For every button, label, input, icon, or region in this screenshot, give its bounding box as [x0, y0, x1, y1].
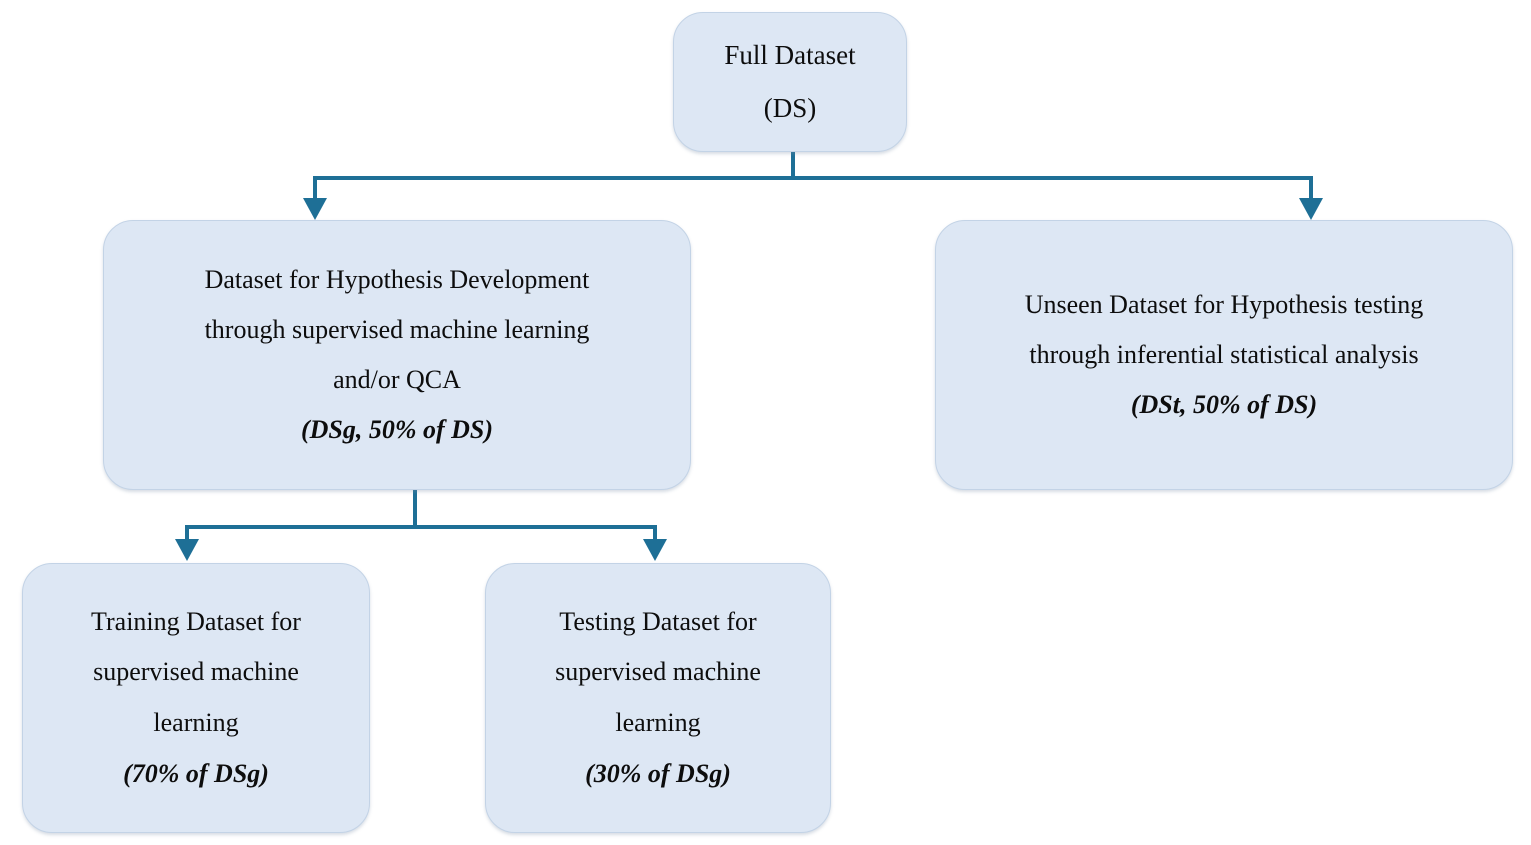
node-dsg-line-3: and/or QCA — [333, 365, 461, 394]
node-test-line-2: supervised machine — [555, 657, 761, 687]
node-dsg-line-4: (DSg, 50% of DS) — [300, 415, 494, 445]
arrowhead-down-icon-dsg — [303, 198, 327, 220]
node-full-dataset[interactable]: Full Dataset (DS) — [673, 12, 907, 152]
node-full-dataset-line-2: (DS) — [763, 93, 817, 123]
node-test-line-4: (30% of DSg) — [585, 758, 731, 788]
node-dsg-line-1: Dataset for Hypothesis Development — [204, 264, 590, 294]
node-training-dataset[interactable]: Training Dataset for supervised machine … — [22, 563, 370, 833]
node-train-line-1: Training Dataset for — [91, 606, 301, 636]
connector-to-training — [185, 525, 189, 551]
connector-dsg-stem — [413, 490, 417, 527]
node-dsg-line-2: through supervised machine learning — [204, 314, 590, 344]
connector-to-dsg — [313, 176, 317, 210]
node-testing-dataset[interactable]: Testing Dataset for supervised machine l… — [485, 563, 831, 833]
node-dst-line-2: through inferential statistical analysis — [1029, 339, 1419, 369]
node-unseen-hypothesis-testing-dataset[interactable]: Unseen Dataset for Hypothesis testing th… — [935, 220, 1513, 490]
node-train-line-3: learning — [153, 708, 239, 737]
node-hypothesis-development-dataset[interactable]: Dataset for Hypothesis Development throu… — [103, 220, 691, 490]
node-test-line-1: Testing Dataset for — [559, 606, 757, 636]
connector-level1-bus — [313, 176, 1313, 180]
node-dst-line-3: (DSt, 50% of DS) — [1130, 390, 1318, 420]
node-train-line-2: supervised machine — [93, 657, 299, 687]
arrowhead-down-icon-dst — [1299, 198, 1323, 220]
node-full-dataset-line-1: Full Dataset — [724, 40, 856, 71]
arrowhead-down-icon-testing — [643, 539, 667, 561]
node-test-line-3: learning — [615, 708, 701, 737]
node-dst-line-1: Unseen Dataset for Hypothesis testing — [1024, 289, 1424, 319]
connector-to-testing — [653, 525, 657, 551]
connector-root-stem — [791, 152, 795, 180]
connector-to-dst — [1309, 176, 1313, 210]
node-train-line-4: (70% of DSg) — [123, 758, 269, 788]
arrowhead-down-icon-training — [175, 539, 199, 561]
connector-level2-bus — [185, 525, 657, 529]
